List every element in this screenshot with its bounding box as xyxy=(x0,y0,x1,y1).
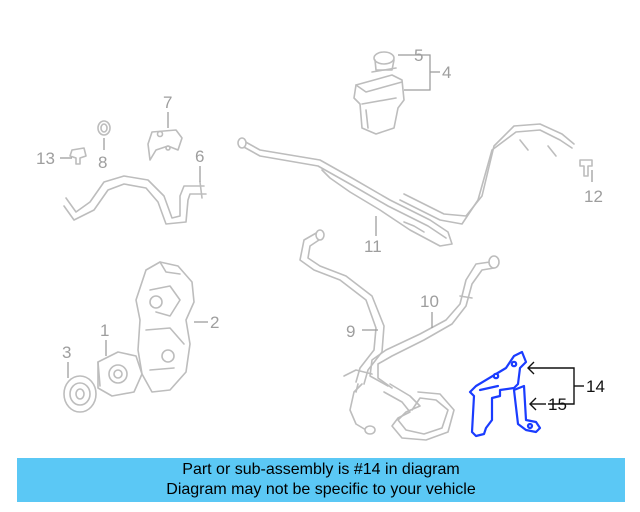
callout-14: 14 xyxy=(586,377,605,396)
callout-8: 8 xyxy=(98,153,107,172)
cooler-loop xyxy=(343,369,455,441)
callout-4: 4 xyxy=(442,63,451,82)
callout-15: 15 xyxy=(548,395,567,414)
hose-9 xyxy=(299,229,385,385)
callout-14-leader xyxy=(527,361,584,411)
callout-10: 10 xyxy=(420,292,439,311)
pump-unit-1 xyxy=(97,351,143,397)
callout-2: 2 xyxy=(210,313,219,332)
callout-6: 6 xyxy=(195,147,204,166)
callout-5: 5 xyxy=(414,46,423,65)
callout-3: 3 xyxy=(62,343,71,362)
pulley-3 xyxy=(63,375,97,413)
bracket-7 xyxy=(147,129,183,161)
clamp-8 xyxy=(97,120,111,136)
callout-1: 1 xyxy=(100,321,109,340)
callout-5-leader xyxy=(398,54,440,91)
clip-12 xyxy=(579,159,593,177)
callout-13: 13 xyxy=(36,149,55,168)
info-banner: Part or sub-assembly is #14 in diagram D… xyxy=(17,458,625,502)
bracket-14-highlighted xyxy=(468,350,542,438)
banner-line-1: Part or sub-assembly is #14 in diagram xyxy=(182,461,460,478)
bolt-13 xyxy=(69,147,87,165)
callout-11: 11 xyxy=(364,237,382,256)
banner-line-2: Diagram may not be specific to your vehi… xyxy=(166,481,476,498)
parts-diagram: 5 4 11 12 6 7 8 13 xyxy=(36,46,605,441)
callout-12: 12 xyxy=(584,187,603,206)
pressure-hose xyxy=(237,123,575,247)
return-hose-6 xyxy=(63,175,207,225)
callout-7: 7 xyxy=(163,93,172,112)
line-10 xyxy=(369,255,500,389)
reservoir-assembly xyxy=(353,51,405,135)
pump-2 xyxy=(135,261,195,393)
callout-9: 9 xyxy=(346,322,355,341)
